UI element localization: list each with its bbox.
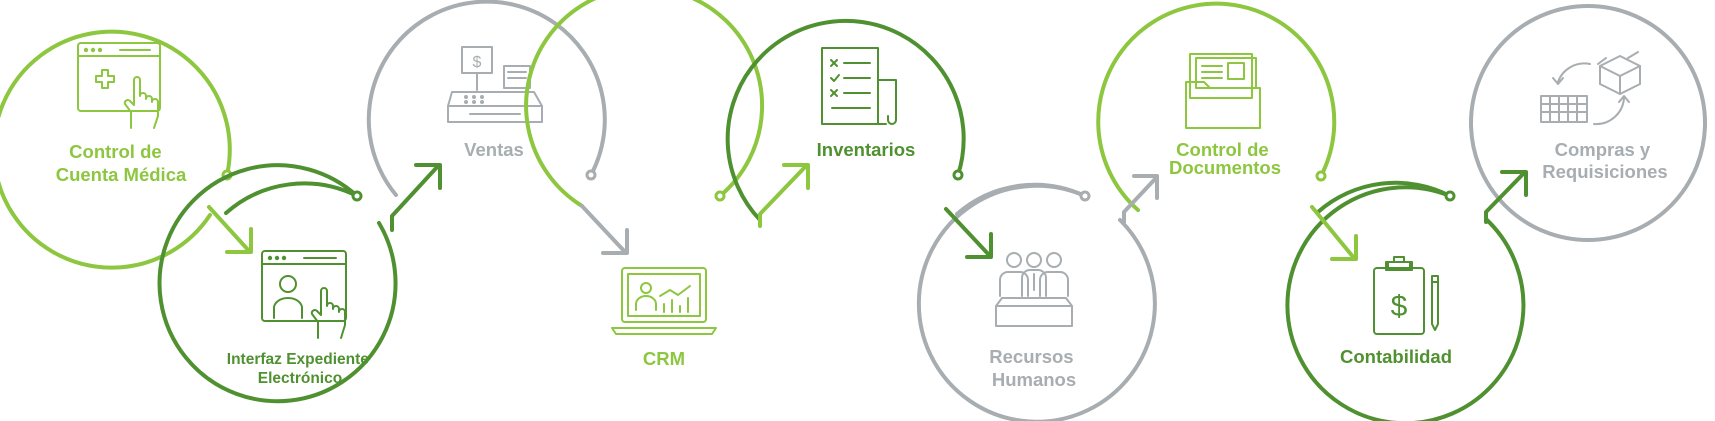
arrow-connector <box>390 164 440 232</box>
label-compras-requisiciones: Compras y Requisiciones <box>1542 139 1667 182</box>
module-ventas[interactable]: $ Ventas <box>366 0 607 197</box>
ring-end-dot <box>585 169 597 181</box>
label-ventas: Ventas <box>464 139 524 160</box>
module-compras-requisiciones[interactable]: Compras y Requisiciones <box>1469 4 1707 242</box>
label-recursos-humanos: Recursos Humanos <box>989 346 1078 390</box>
ring-inventarios <box>725 18 966 222</box>
ring-end-dot <box>351 190 363 202</box>
module-interfaz-expediente[interactable]: Interfaz Expediente Electrónico <box>157 163 398 404</box>
module-recursos-humanos[interactable]: Recursos Humanos <box>916 182 1157 421</box>
ring-end-dot <box>1079 190 1091 202</box>
label-line: Humanos <box>992 369 1076 390</box>
label-contabilidad: Contabilidad <box>1340 346 1452 367</box>
label-control-documentos: Control de Documentos <box>1169 139 1281 178</box>
arrow-connector <box>1330 234 1358 261</box>
ring-end-dot <box>1315 170 1327 182</box>
ring-control-documentos <box>1096 1 1337 212</box>
ring-interfaz-expediente <box>224 181 359 215</box>
arrow-connector <box>414 163 442 190</box>
label-line: Inventarios <box>817 139 916 160</box>
arrow-connector <box>944 207 992 258</box>
ring-end-dot <box>714 190 726 202</box>
arrow-connector <box>580 204 628 255</box>
label-line: Compras y <box>1555 139 1651 160</box>
clipboard-dollar-icon: $ <box>1373 256 1439 335</box>
label-line: Control de <box>1176 139 1269 160</box>
ring-interfaz-expediente <box>157 163 398 404</box>
svg-text:$: $ <box>1391 290 1408 323</box>
arrow-connector <box>207 205 252 254</box>
ring-recursos-humanos <box>916 183 1157 421</box>
module-contabilidad[interactable]: $ Contabilidad <box>1285 180 1526 421</box>
arrow-connector <box>758 164 808 228</box>
module-inventarios[interactable]: Inventarios <box>725 18 966 222</box>
label-interfaz-expediente: Interfaz Expediente Electrónico <box>227 351 373 387</box>
arrow-connector <box>1310 205 1356 260</box>
arrow-connector <box>225 227 253 254</box>
ring-compras-requisiciones <box>1469 4 1707 242</box>
module-control-cuenta-medica[interactable]: Control de Cuenta Médica <box>0 29 233 270</box>
ring-control-cuenta-medica <box>0 29 232 270</box>
label-line: Contabilidad <box>1340 346 1452 367</box>
label-line: Cuenta Médica <box>56 164 187 185</box>
folder-documents-icon <box>1185 53 1261 129</box>
ring-contabilidad <box>1316 180 1452 214</box>
label-line: Documentos <box>1169 157 1281 178</box>
arrow-connector <box>782 163 810 190</box>
label-line: Requisiciones <box>1542 161 1667 182</box>
ring-contabilidad <box>1285 185 1526 421</box>
label-control-cuenta-medica: Control de Cuenta Médica <box>56 141 187 185</box>
label-inventarios: Inventarios <box>817 139 916 160</box>
user-browser-hand-icon <box>261 250 347 339</box>
label-line: Interfaz Expediente <box>227 351 369 368</box>
ring-end-dot <box>1444 190 1456 202</box>
arrow-connector <box>601 228 629 255</box>
ring-recursos-humanos <box>955 182 1087 216</box>
ring-ventas <box>366 0 607 197</box>
label-line: Recursos <box>989 346 1073 367</box>
label-line: CRM <box>643 348 685 369</box>
connector-arrows <box>207 163 1528 261</box>
checklist-document-icon <box>821 47 897 125</box>
label-line: Electrónico <box>258 370 342 387</box>
arrow-connector <box>1132 174 1159 200</box>
team-meeting-icon <box>995 252 1073 327</box>
medical-browser-hand-icon <box>77 42 161 129</box>
laptop-presentation-icon <box>611 267 717 335</box>
arrow-connector <box>965 232 993 259</box>
label-crm: CRM <box>643 348 685 369</box>
label-line: Ventas <box>464 139 524 160</box>
label-line: Control de <box>69 141 162 162</box>
box-exchange-icon <box>1540 51 1641 126</box>
module-crm[interactable]: CRM <box>524 0 765 369</box>
module-control-documentos[interactable]: Control de Documentos <box>1096 1 1337 212</box>
arrow-connector <box>1122 176 1158 224</box>
arrow-connector <box>1484 171 1526 224</box>
svg-text:$: $ <box>473 54 482 71</box>
ring-crm <box>524 0 765 208</box>
ring-end-dot <box>952 169 964 181</box>
arrow-connector <box>1500 170 1528 197</box>
